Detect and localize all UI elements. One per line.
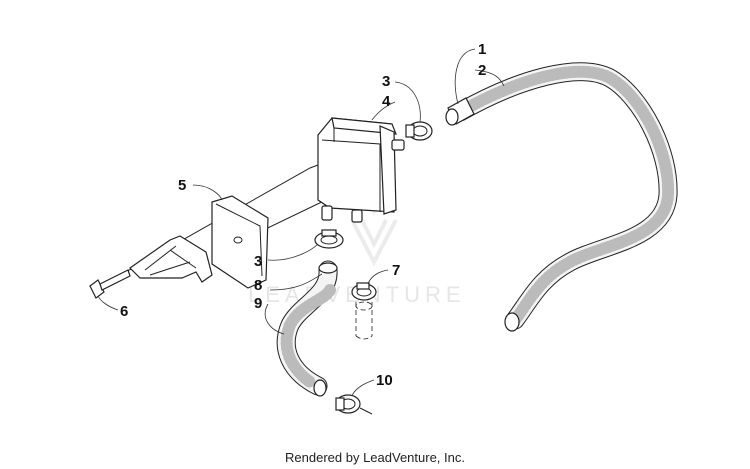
- hose-fitting: [445, 97, 475, 126]
- callout-8: 8: [254, 277, 262, 294]
- leader-lines: [97, 48, 505, 397]
- dashed-hose-stub: [355, 301, 373, 340]
- callout-10: 10: [376, 372, 393, 389]
- callout-1: 1: [478, 41, 486, 58]
- callout-3-lower: 3: [254, 253, 262, 270]
- breather-box: [317, 117, 405, 223]
- mounting-bracket: [129, 235, 213, 283]
- footer-credit: Rendered by LeadVenture, Inc.: [285, 450, 465, 465]
- callout-4: 4: [382, 93, 391, 110]
- filter-pad: [211, 195, 269, 289]
- lower-clamp: [314, 229, 344, 249]
- callout-5: 5: [178, 177, 186, 194]
- clamp-10: [335, 394, 373, 415]
- callout-6: 6: [120, 303, 128, 320]
- bolt: [89, 269, 131, 299]
- callout-2: 2: [478, 62, 486, 79]
- callout-3-upper: 3: [382, 73, 390, 90]
- callout-7: 7: [392, 262, 400, 279]
- clamp-7: [351, 282, 377, 301]
- large-hose: [450, 62, 678, 332]
- callout-9: 9: [254, 295, 262, 312]
- upper-clamp: [405, 121, 433, 141]
- small-hose: [276, 260, 338, 397]
